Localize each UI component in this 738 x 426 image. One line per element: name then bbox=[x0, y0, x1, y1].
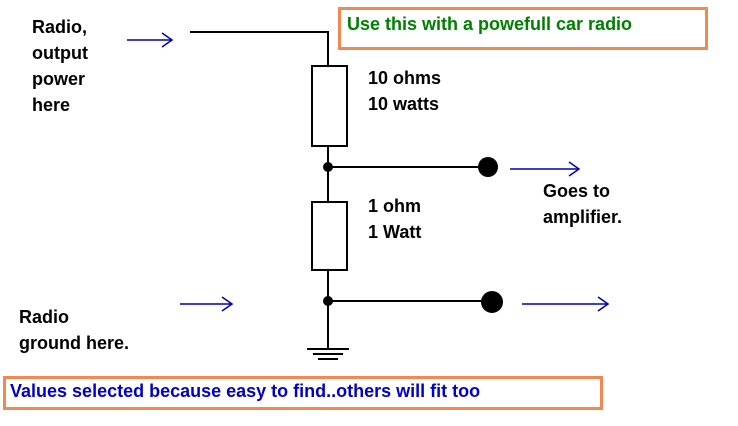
ground-symbol-icon bbox=[307, 348, 349, 360]
resistor-10-ohm-label: 10 ohms 10 watts bbox=[368, 68, 442, 114]
resistor-10-ohm bbox=[311, 65, 348, 147]
right-arrow-icon bbox=[180, 296, 234, 312]
right-arrow-icon bbox=[510, 161, 581, 177]
radio-ground-label: Radio ground here. bbox=[19, 307, 130, 353]
arrows bbox=[127, 32, 610, 312]
bottom-note-box: Values selected because easy to find..ot… bbox=[3, 376, 603, 410]
bottom-note-text: Values selected because easy to find..ot… bbox=[10, 381, 481, 401]
amplifier-label: Goes to amplifier. bbox=[543, 181, 623, 227]
terminal-dot-icon bbox=[478, 157, 498, 177]
junction-dot bbox=[323, 296, 333, 306]
wires bbox=[190, 31, 491, 348]
resistor-1-ohm bbox=[311, 201, 348, 271]
terminal-dot-icon bbox=[481, 291, 503, 313]
right-arrow-icon bbox=[522, 296, 610, 312]
resistor-1-ohm-label: 1 ohm 1 Watt bbox=[368, 196, 422, 242]
top-note-text: Use this with a powefull car radio bbox=[347, 14, 633, 34]
top-note-box: Use this with a powefull car radio bbox=[338, 7, 708, 50]
right-arrow-icon bbox=[127, 32, 174, 48]
radio-output-label: Radio, output power here bbox=[32, 17, 88, 115]
input-wire bbox=[190, 31, 329, 66]
junction-dot bbox=[323, 162, 333, 172]
